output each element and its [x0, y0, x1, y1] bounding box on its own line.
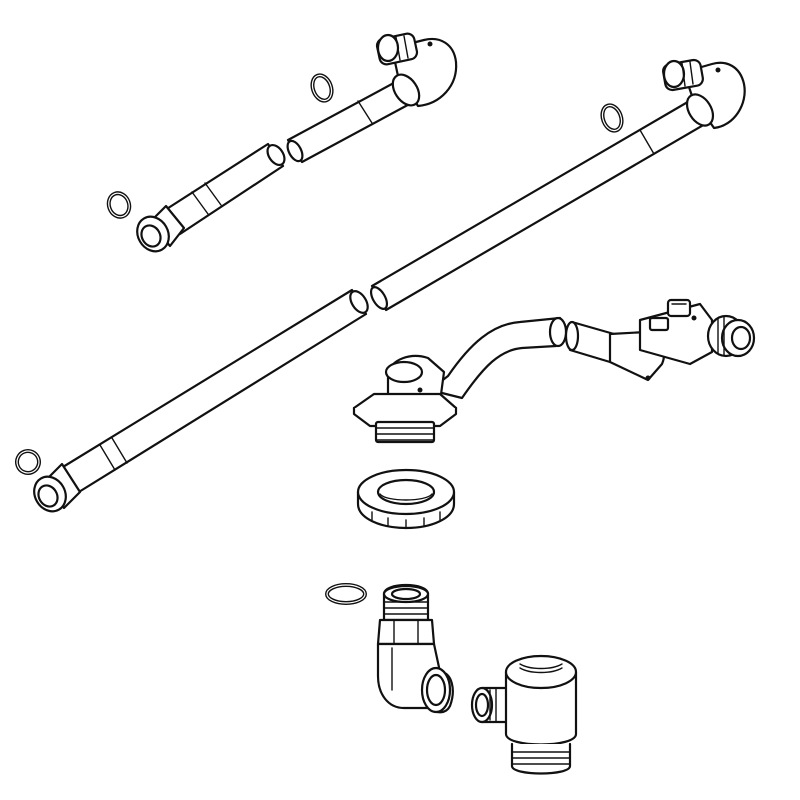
- o-ring: [600, 103, 624, 133]
- short-pipe: [136, 32, 458, 253]
- long-pipe: [33, 58, 746, 513]
- elbow-adapter: [376, 584, 454, 714]
- valve-body: [470, 654, 578, 775]
- pipe-end-fitting: [33, 462, 82, 513]
- o-ring: [106, 191, 132, 219]
- pipe-elbow: [662, 58, 746, 130]
- pipe-elbow: [375, 32, 458, 108]
- lock-nut: [356, 468, 456, 530]
- o-ring: [15, 449, 41, 475]
- pipe-end-fitting: [136, 204, 186, 253]
- o-ring: [310, 73, 334, 103]
- o-ring: [325, 583, 367, 605]
- angled-pipe-with-flange: [352, 298, 756, 444]
